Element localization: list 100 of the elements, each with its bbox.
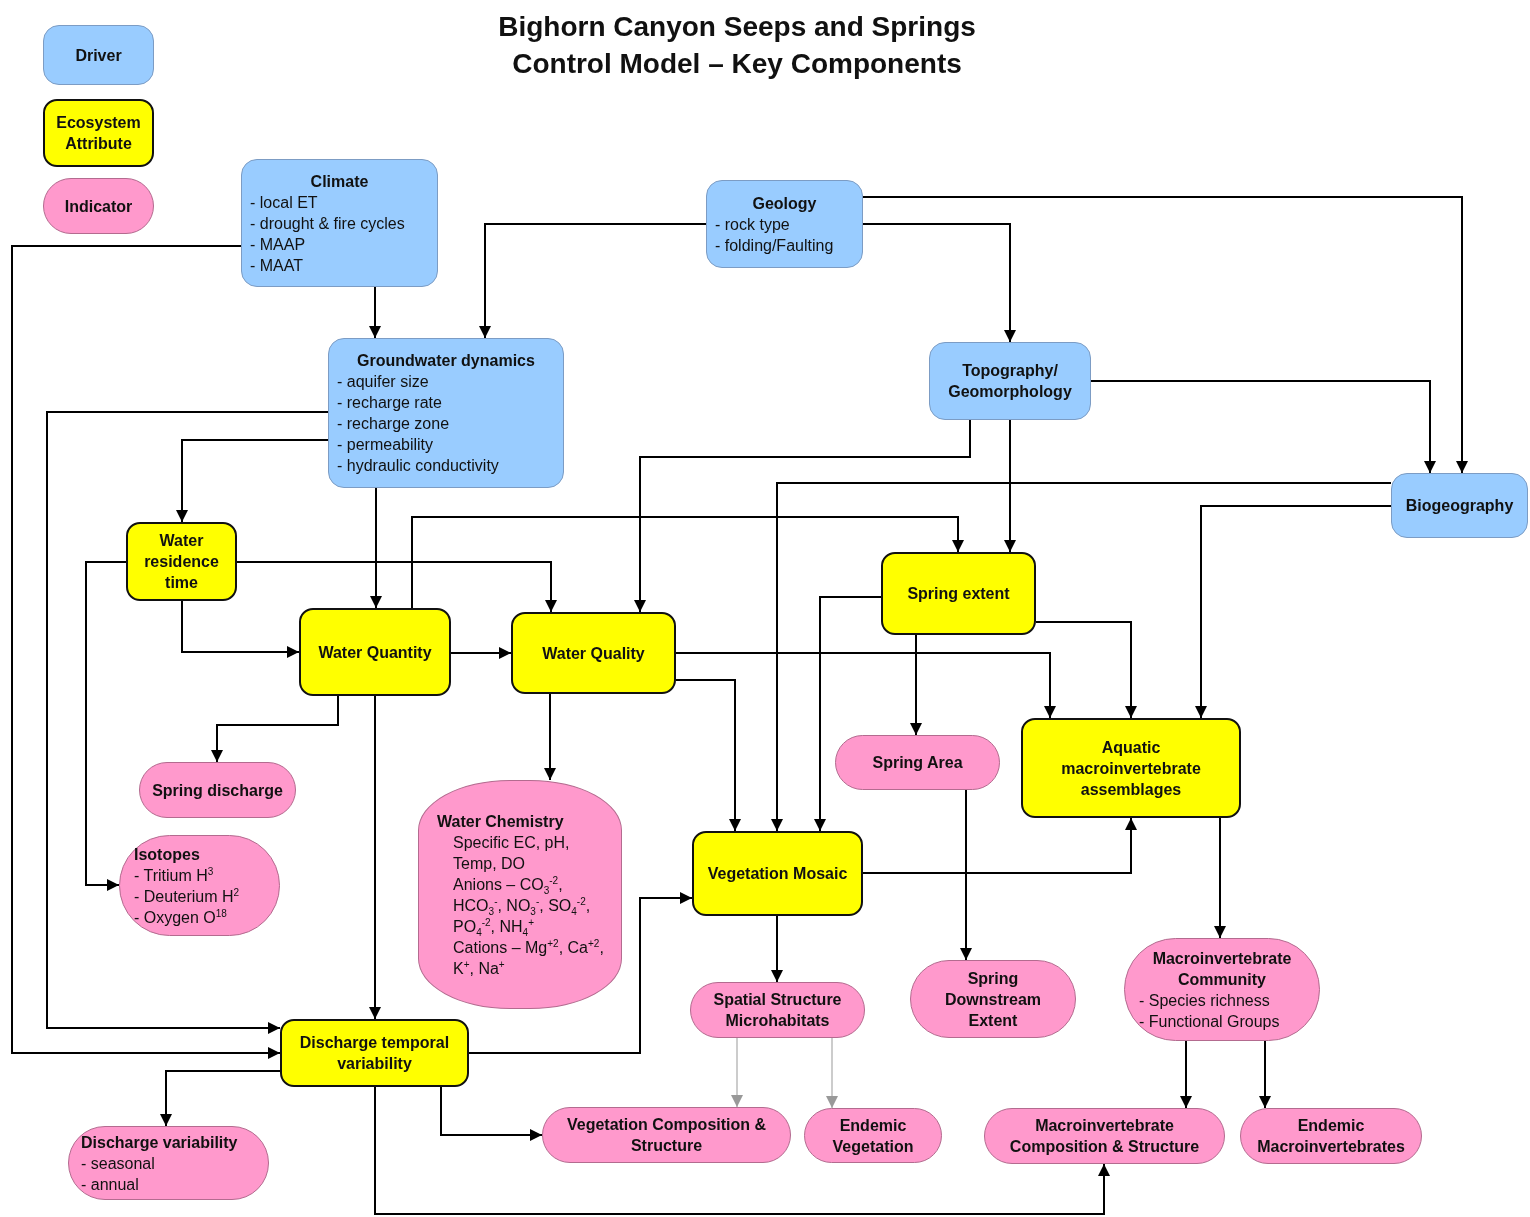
arrow [675, 679, 741, 832]
arrow [1035, 621, 1137, 719]
node-title: Topography/ Geomorphology [947, 361, 1073, 402]
attribute-box [1021, 718, 1241, 818]
driver-box [929, 342, 1091, 420]
node-title: Spring Area [872, 753, 963, 773]
node-title: Groundwater dynamics [356, 351, 536, 371]
arrow [369, 286, 381, 339]
list-item: - annual [81, 1174, 140, 1195]
arrow [862, 817, 1137, 874]
attribute-box [692, 831, 863, 916]
node-title: Discharge variability [81, 1132, 239, 1153]
arrow [862, 223, 1016, 343]
arrow [771, 482, 1392, 832]
arrow [862, 196, 1468, 474]
arrow [236, 561, 557, 613]
list-item: - Functional Groups [1139, 1011, 1281, 1032]
arrow [675, 652, 1056, 719]
list-item: - local ET [250, 192, 319, 213]
list-item: - Oxygen O$^{18}$ [134, 906, 228, 928]
arrow [85, 561, 127, 891]
arrow [468, 892, 693, 1054]
arrow [1180, 1040, 1192, 1109]
node-title: Aquatic macroinvertebrate assemblages [1060, 737, 1202, 800]
arrow [1195, 505, 1392, 719]
list-item: Specific EC, pH, Temp, DO [452, 832, 571, 874]
list-item: - recharge rate [337, 393, 443, 413]
list-item: - drought & fire cycles [250, 213, 406, 234]
arrow [814, 596, 882, 832]
list-item: - Tritium H$^{3}$ [134, 864, 215, 886]
arrow [771, 915, 783, 983]
arrow [544, 693, 556, 781]
indicator-pill [139, 762, 296, 818]
arrow [11, 245, 281, 1059]
list-item: - MAAP [250, 234, 307, 255]
driver-box [328, 338, 564, 488]
arrow [369, 695, 381, 1020]
attribute-box [280, 1019, 469, 1087]
node-title: Endemic Vegetation [831, 1115, 915, 1157]
list-item: - aquifer size [337, 372, 430, 392]
arrow [181, 600, 300, 658]
arrow [731, 1037, 743, 1108]
node-title: Spring extent [907, 584, 1010, 604]
arrow [910, 634, 922, 736]
node-title: Spatial Structure Microhabitats [712, 990, 843, 1031]
arrow [960, 789, 972, 961]
node-title: Climate [309, 171, 370, 192]
node-title: Vegetation Composition & Structure [565, 1115, 768, 1156]
list-item: - hydraulic conductivity [337, 456, 500, 476]
driver-box [1391, 473, 1528, 538]
arrow [176, 439, 329, 523]
attribute-box [299, 608, 451, 696]
driver-box [706, 180, 863, 268]
list-item: Cations – Mg$^{+2}$, Ca$^{+2}$, K$^{+}$, Na$^{+}$ [452, 936, 605, 979]
arrow [1259, 1040, 1271, 1109]
list-item: - recharge zone [337, 414, 451, 434]
node-title: Spring discharge [152, 780, 283, 801]
node-title: Isotopes [134, 844, 201, 865]
legend-label: Indicator [64, 196, 133, 217]
arrow [1214, 817, 1226, 939]
driver-box [241, 159, 438, 287]
node-title: Discharge temporal variability [298, 1033, 451, 1074]
arrow [634, 419, 971, 613]
node-title: Water Quality [542, 643, 645, 664]
arrow [1090, 380, 1436, 474]
arrow [374, 1086, 1110, 1215]
arrow [160, 1070, 281, 1127]
attribute-box [126, 522, 237, 601]
arrow [826, 1037, 838, 1109]
attribute-box [511, 612, 676, 694]
arrow [440, 1086, 543, 1141]
list-item: - MAAT [250, 255, 305, 276]
node-title: Endemic Macroinvertebrates [1256, 1116, 1406, 1157]
arrow [411, 516, 964, 609]
legend-label: Ecosystem Attribute [55, 113, 142, 154]
list-item: - permeability [337, 435, 435, 455]
indicator-pill [1240, 1108, 1422, 1164]
arrow [46, 411, 329, 1034]
arrow [1004, 419, 1016, 553]
diagram-title: Bighorn Canyon Seeps and Springs Control Model – Key Components [497, 10, 977, 81]
arrow [211, 695, 339, 763]
legend-label: Driver [75, 45, 122, 66]
indicator-pill [984, 1108, 1225, 1164]
list-item: - Deuterium H$^{2}$ [134, 885, 241, 907]
node-title: Water residence time [143, 531, 220, 593]
node-title: Geology [751, 193, 818, 214]
attribute-box [881, 552, 1036, 635]
list-item: - Species richness [1139, 990, 1271, 1011]
arrow [450, 647, 512, 659]
list-item: - folding/Faulting [715, 235, 835, 256]
list-item: - seasonal [81, 1153, 156, 1174]
node-title: Spring Downstream Extent [944, 968, 1042, 1031]
node-title: Biogeography [1405, 496, 1514, 516]
node-title: Water Quantity [318, 642, 432, 663]
node-title: Macroinvertebrate Community [1151, 948, 1293, 990]
indicator-pill [690, 982, 865, 1038]
node-title: Water Chemistry [437, 811, 565, 832]
node-title: Macroinvertebrate Composition & Structure [1008, 1116, 1201, 1157]
node-title: Vegetation Mosaic [707, 864, 848, 884]
list-item: - rock type [715, 214, 791, 235]
